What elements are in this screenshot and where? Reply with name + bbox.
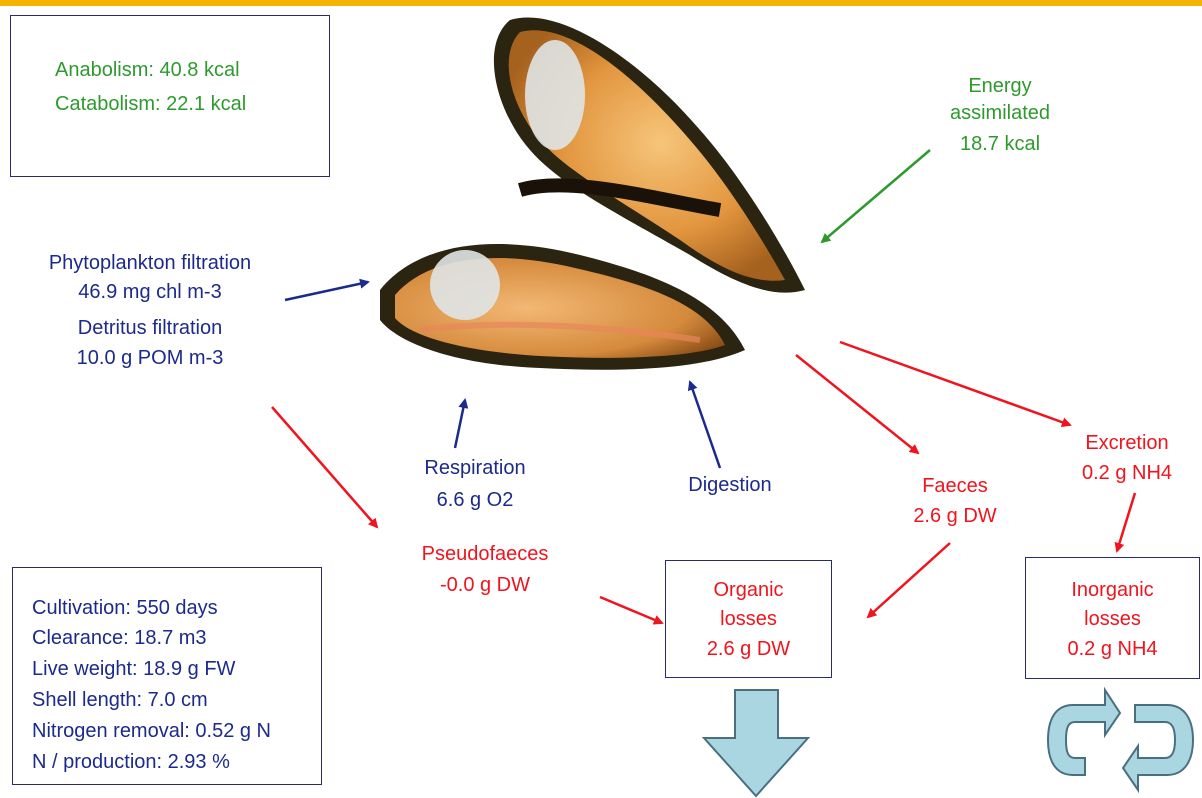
recycle-icon: [0, 0, 1202, 798]
